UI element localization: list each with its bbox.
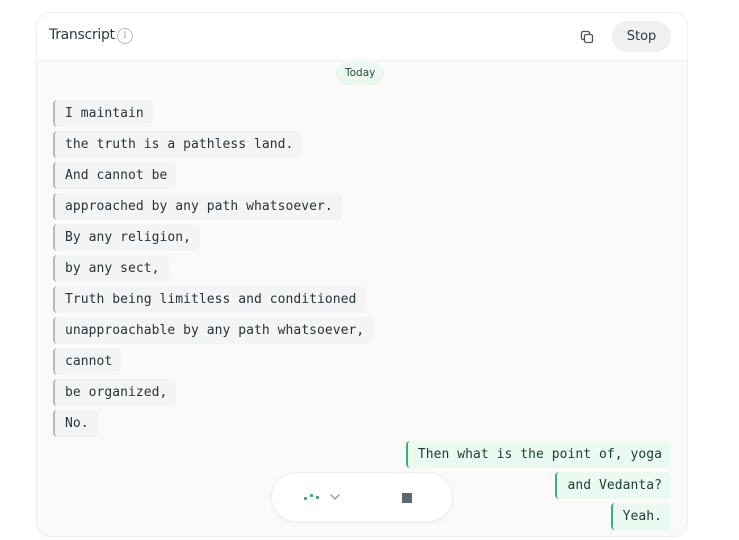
date-separator: Today bbox=[336, 62, 385, 85]
transcript-line: cannot bbox=[53, 348, 122, 375]
copy-icon bbox=[580, 30, 594, 44]
audio-activity-dots-icon bbox=[304, 492, 320, 502]
stop-square-icon[interactable] bbox=[402, 493, 412, 503]
transcript-line: No. bbox=[53, 410, 98, 437]
transcript-line: the truth is a pathless land. bbox=[53, 131, 303, 158]
transcript-line: Truth being limitless and conditioned bbox=[53, 286, 366, 313]
transcript-header: Transcript i Stop bbox=[37, 13, 687, 61]
transcript-line-self: Then what is the point of, yoga bbox=[405, 441, 671, 468]
transcript-line: I maintain bbox=[53, 100, 153, 127]
chevron-down-icon[interactable] bbox=[329, 492, 341, 502]
transcript-line: By any religion, bbox=[53, 224, 201, 251]
stop-button[interactable]: Stop bbox=[612, 21, 671, 52]
transcript-panel: Transcript i Stop Today I maintain the t… bbox=[37, 13, 687, 536]
transcript-line-self: and Vedanta? bbox=[555, 472, 671, 499]
panel-title: Transcript bbox=[49, 27, 115, 43]
transcript-line: unapproachable by any path whatsoever, bbox=[53, 317, 374, 344]
recording-control-bar bbox=[272, 473, 452, 521]
info-icon[interactable]: i bbox=[117, 28, 133, 44]
copy-button[interactable] bbox=[579, 29, 595, 45]
transcript-line: approached by any path whatsoever. bbox=[53, 193, 342, 220]
transcript-line: by any sect, bbox=[53, 255, 169, 282]
transcript-line: be organized, bbox=[53, 379, 177, 406]
transcript-line-self: Yeah. bbox=[610, 503, 671, 530]
transcript-line: And cannot be bbox=[53, 162, 177, 189]
